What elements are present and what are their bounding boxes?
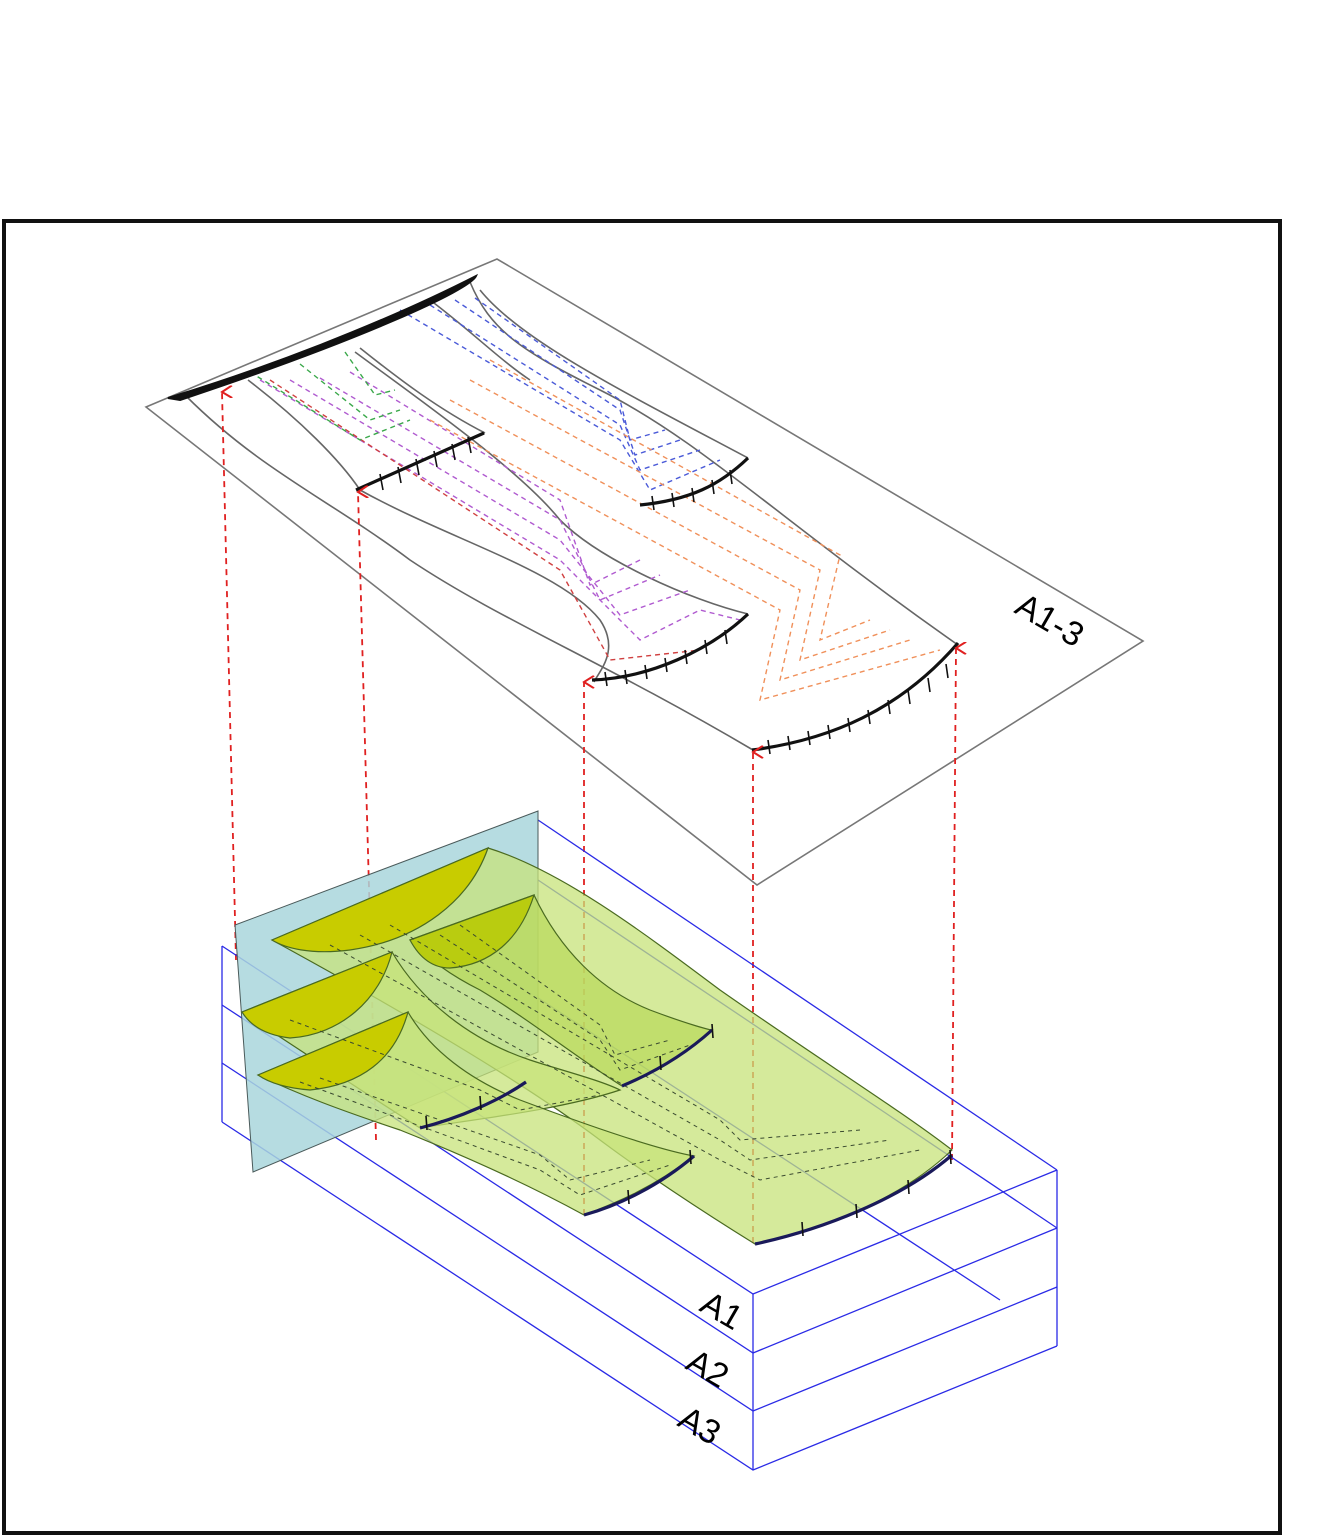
- plan-leading-edge: [167, 273, 479, 402]
- layer-label-a2: A2: [680, 1342, 735, 1396]
- plan-contours: [249, 297, 941, 701]
- plan-fin-outlines: [185, 281, 959, 751]
- top-plan-plane: A1-3: [144, 258, 1145, 886]
- cap-a3: [256, 1010, 409, 1091]
- fin-trailing-ticks: [425, 1023, 952, 1237]
- plan-sheet: [144, 258, 1145, 886]
- fins: [240, 846, 953, 1245]
- plan-trailing-ticks: [379, 436, 949, 755]
- cap-a1-large: [270, 846, 490, 953]
- plan-trailing-edges: [355, 431, 960, 752]
- fin-trailing-edges: [419, 1028, 954, 1246]
- cap-a2: [241, 951, 393, 1039]
- fin-contours: [289, 924, 921, 1196]
- layer-label-a3: A3: [672, 1399, 727, 1453]
- layer-label-a1: A1: [694, 1284, 749, 1338]
- cap-a1-small: [409, 894, 535, 969]
